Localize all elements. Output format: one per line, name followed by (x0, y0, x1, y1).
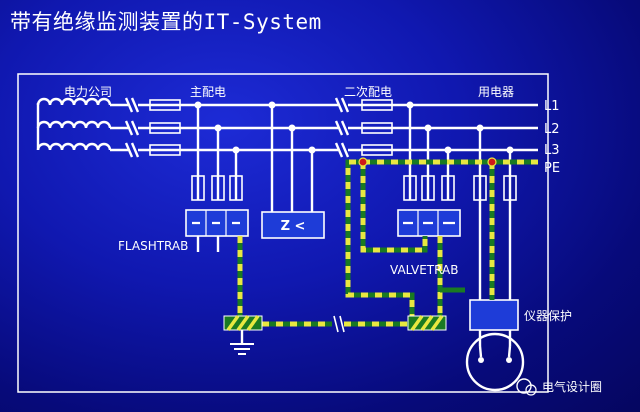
pe-nodes (358, 157, 497, 167)
flashtrab-label: FLASHTRAB (118, 239, 188, 253)
junction-dots (194, 101, 514, 154)
earth-symbol (230, 330, 254, 355)
watermark-text: 电气设计圈 (542, 379, 602, 394)
wechat-icon (516, 378, 532, 394)
consumer-label: 用电器 (478, 85, 514, 99)
utility-label: 电力公司 (64, 85, 112, 99)
vertical-drops (196, 105, 512, 305)
slide-title: 带有绝缘监测装置的IT-System (10, 10, 322, 34)
flashtrab-unit (185, 209, 249, 237)
l3-label: L3 (544, 143, 560, 158)
earthing-bars (223, 314, 447, 332)
monitor-label: Z < (281, 219, 306, 234)
pe-conductor (237, 159, 538, 333)
valvetrab-label: VALVETRAB (390, 263, 458, 277)
device-protection-label: 仪器保护 (524, 309, 572, 323)
device-protection-unit (465, 299, 525, 392)
main-distribution-label: 主配电 (190, 85, 226, 99)
arrester-fuses (191, 175, 517, 201)
insulation-monitor: Z < (261, 211, 325, 239)
line-fuses (149, 99, 393, 156)
valvetrab-unit (397, 209, 461, 237)
watermark: 电气设计圈 (516, 378, 602, 396)
phase-lines (110, 97, 538, 158)
l2-label: L2 (544, 122, 560, 137)
l1-label: L1 (544, 99, 560, 114)
diagram-frame (17, 73, 549, 393)
secondary-distribution-label: 二次配电 (344, 85, 392, 99)
pe-label: PE (544, 161, 560, 176)
transformer-coils (36, 97, 112, 151)
